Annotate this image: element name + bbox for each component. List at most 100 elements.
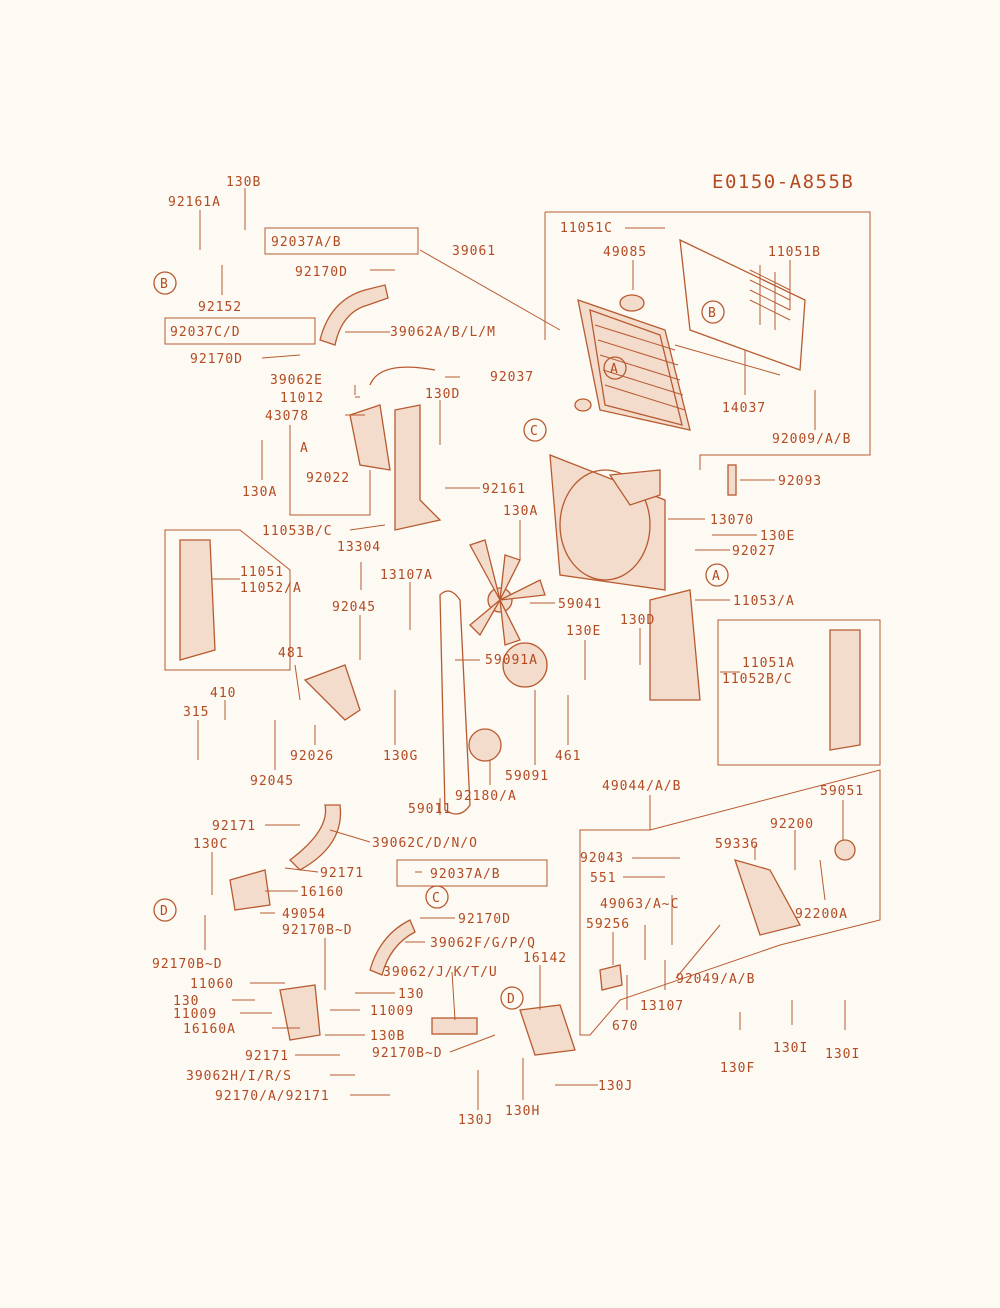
leader-lines <box>197 188 846 1110</box>
label-39062JKTU: 39062/J/K/T/U <box>383 965 498 980</box>
label-11012: 11012 <box>280 391 324 406</box>
label-box-92037AB-2 <box>396 859 548 887</box>
pulley-59091 <box>502 642 548 688</box>
label-130-2: 130 <box>398 987 424 1002</box>
label-92027: 92027 <box>732 544 776 559</box>
label-461: 461 <box>555 749 581 764</box>
label-13070: 13070 <box>710 513 754 528</box>
label-11051C: 11051C <box>560 221 613 236</box>
label-92170D-3: 92170D <box>458 912 511 927</box>
label-130I-1: 130I <box>773 1041 808 1056</box>
label-92152: 92152 <box>198 300 242 315</box>
callout-circles: B B A C A C D D <box>153 271 729 1010</box>
label-92161: 92161 <box>482 482 526 497</box>
label-59256: 59256 <box>586 917 630 932</box>
hose-39062J <box>431 1017 478 1035</box>
label-130B-2: 130B <box>370 1029 405 1044</box>
label-92200A: 92200A <box>795 907 848 922</box>
label-92049AB: 92049/A/B <box>676 972 755 987</box>
seal-14037 <box>674 344 781 376</box>
label-14037: 14037 <box>722 401 766 416</box>
label-92037AB-2: 92037A/B <box>430 867 501 882</box>
label-130E-2: 130E <box>566 624 601 639</box>
label-551: 551 <box>590 871 616 886</box>
label-59011: 59011 <box>408 802 452 817</box>
bracket-11053A <box>649 589 701 701</box>
hose-39062A <box>319 284 389 346</box>
label-92043: 92043 <box>580 851 624 866</box>
label-39062HIRS: 39062H/I/R/S <box>186 1069 292 1084</box>
label-16160A: 16160A <box>183 1022 236 1037</box>
gear-59256 <box>599 964 623 991</box>
label-130D-1: 130D <box>425 387 460 402</box>
label-59051: 59051 <box>820 784 864 799</box>
label-39062ABLM: 39062A/B/L/M <box>390 325 496 340</box>
label-13304: 13304 <box>337 540 381 555</box>
label-11052BC: 11052B/C <box>722 672 793 687</box>
label-130G: 130G <box>383 749 418 764</box>
tensioner-arm <box>303 664 361 721</box>
label-92200: 92200 <box>770 817 814 832</box>
label-11009-1: 11009 <box>173 1007 217 1022</box>
screen-part <box>679 238 806 371</box>
label-49085: 49085 <box>603 245 647 260</box>
label-11053BC: 11053B/C <box>262 524 333 539</box>
label-92022: 92022 <box>306 471 350 486</box>
label-130J-2: 130J <box>458 1113 493 1128</box>
callout-D-left: D <box>160 904 169 919</box>
sensor-group-box <box>289 425 371 516</box>
label-59041: 59041 <box>558 597 602 612</box>
label-box-92037AB-top <box>264 227 419 255</box>
pump-16142 <box>519 1004 576 1056</box>
hose-39062F <box>369 919 416 976</box>
label-92045-1: 92045 <box>332 600 376 615</box>
callout-B-left: B <box>160 277 169 292</box>
label-92093: 92093 <box>778 474 822 489</box>
thermostat-housing-16160 <box>229 869 271 911</box>
callout-A-radiator: A <box>610 362 619 377</box>
callout-C-lower: C <box>432 891 441 906</box>
governor-group-box <box>579 769 881 1036</box>
label-11051B: 11051B <box>768 245 821 260</box>
label-130H: 130H <box>505 1104 540 1119</box>
label-92170A92171: 92170/A/92171 <box>215 1089 330 1104</box>
label-92171-1: 92171 <box>212 819 256 834</box>
callout-D-right: D <box>507 992 516 1007</box>
label-11053A: 11053/A <box>733 594 795 609</box>
label-130J-1: 130J <box>598 1079 633 1094</box>
label-16142: 16142 <box>523 951 567 966</box>
label-92037: 92037 <box>490 370 534 385</box>
callout-C-upper: C <box>530 424 539 439</box>
label-box-92037CD <box>164 317 316 345</box>
bracket-11051-box <box>164 529 291 671</box>
label-92037CD: 92037C/D <box>170 325 241 340</box>
label-410: 410 <box>210 686 236 701</box>
label-59336: 59336 <box>715 837 759 852</box>
label-49054: 49054 <box>282 907 326 922</box>
label-315: 315 <box>183 705 209 720</box>
fan-belt-part <box>439 590 471 815</box>
label-A-sensor: A <box>300 441 309 456</box>
pulley-92180 <box>468 728 502 762</box>
label-39062FGPQ: 39062F/G/P/Q <box>430 936 536 951</box>
label-59091: 59091 <box>505 769 549 784</box>
label-92171-2: 92171 <box>320 866 364 881</box>
hose-39062C <box>289 804 342 871</box>
radiator-part <box>574 294 691 431</box>
label-11060: 11060 <box>190 977 234 992</box>
bracket-11051A <box>829 629 861 751</box>
label-92037AB-top: 92037A/B <box>271 235 342 250</box>
gear-59051 <box>834 839 856 861</box>
label-59091A: 59091A <box>485 653 538 668</box>
seal-92093 <box>727 464 737 496</box>
bracket-11053 <box>394 404 442 531</box>
label-130A-2: 130A <box>503 504 538 519</box>
label-92161A: 92161A <box>168 195 221 210</box>
fan-part <box>469 539 546 646</box>
governor-lever-59336 <box>733 859 801 936</box>
label-92170D-2: 92170D <box>190 352 243 367</box>
hose-39062E <box>369 366 436 386</box>
label-130E-1: 130E <box>760 529 795 544</box>
label-130D-2: 130D <box>620 613 655 628</box>
